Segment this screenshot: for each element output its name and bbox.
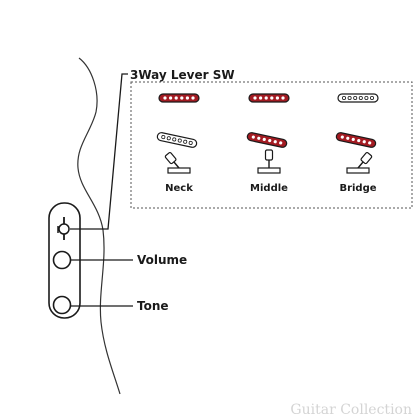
bridge-lever-icon bbox=[346, 151, 373, 174]
middle-lever-icon bbox=[257, 149, 281, 174]
switch-title: 3Way Lever SW bbox=[130, 68, 235, 82]
middle-top-pickup-icon bbox=[248, 93, 290, 103]
middle-neck-pickup-icon bbox=[246, 132, 288, 148]
switch-positions: Neck Middle Bridge bbox=[156, 93, 379, 194]
bridge-neck-pickup-icon bbox=[335, 132, 377, 148]
position-label-neck: Neck bbox=[165, 183, 193, 194]
watermark: Guitar Collection bbox=[290, 402, 412, 418]
neck-neck-pickup-icon bbox=[156, 132, 198, 148]
neck-top-pickup-icon bbox=[158, 93, 200, 103]
tone-knob-icon[interactable] bbox=[52, 295, 72, 315]
volume-knob-icon[interactable] bbox=[52, 250, 72, 270]
bridge-top-pickup-icon bbox=[337, 93, 379, 103]
guitar-body-outline bbox=[77, 57, 121, 395]
switch-connector-line bbox=[70, 73, 128, 230]
neck-lever-icon bbox=[164, 151, 191, 174]
position-label-middle: Middle bbox=[250, 183, 288, 194]
lever-switch-icon[interactable] bbox=[57, 217, 70, 240]
position-label-bridge: Bridge bbox=[339, 183, 376, 194]
tone-label: Tone bbox=[137, 299, 169, 313]
volume-label: Volume bbox=[137, 253, 187, 267]
switch-positions-box bbox=[130, 81, 413, 209]
